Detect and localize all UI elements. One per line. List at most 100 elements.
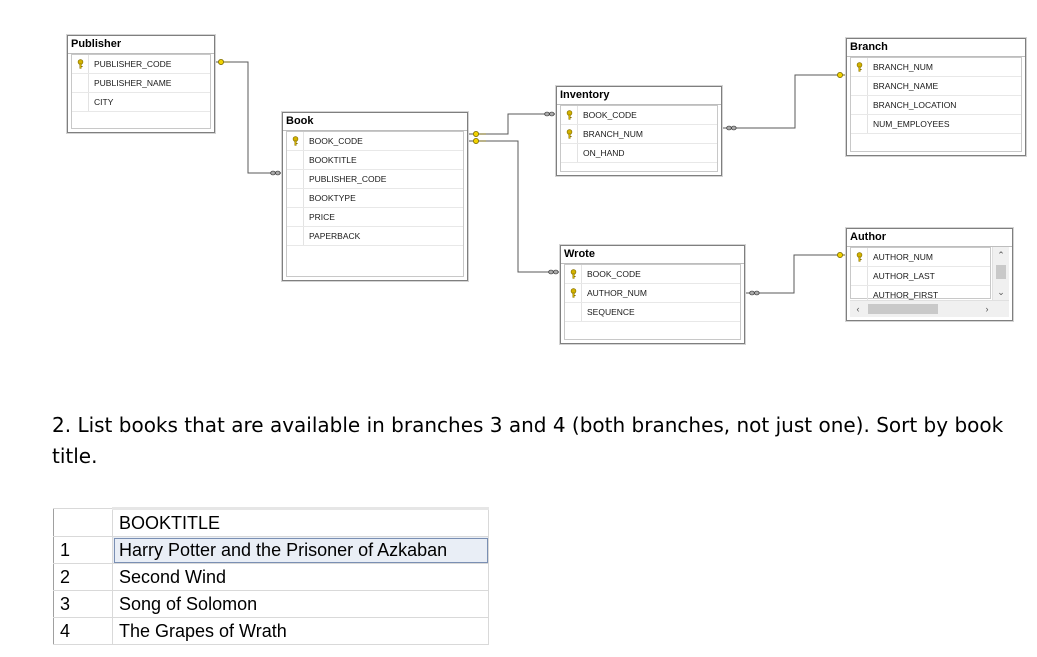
- field-row[interactable]: BOOKTITLE: [287, 151, 463, 170]
- relationship-lines: [214, 59, 848, 296]
- field-name: BOOK_CODE: [587, 269, 641, 279]
- row-selector[interactable]: [851, 248, 868, 266]
- row-selector[interactable]: [565, 265, 582, 283]
- primary-key-icon: [77, 59, 84, 69]
- field-row[interactable]: BRANCH_NUM: [851, 58, 1021, 77]
- row-selector[interactable]: [72, 93, 89, 111]
- field-list: BOOK_CODE BOOKTITLE PUBLISHER_CODE BOOKTYPE…: [286, 131, 464, 277]
- horizontal-scrollbar[interactable]: ‹ ›: [850, 300, 1009, 317]
- field-row[interactable]: BOOK_CODE: [287, 132, 463, 151]
- primary-key-icon: [856, 252, 863, 262]
- field-row[interactable]: CITY: [72, 93, 210, 112]
- row-selector[interactable]: [561, 125, 578, 143]
- table-row[interactable]: 1 Harry Potter and the Prisoner of Azkab…: [53, 536, 489, 564]
- row-selector[interactable]: [287, 208, 304, 226]
- results-grid[interactable]: BOOKTITLE 1 Harry Potter and the Prisone…: [53, 507, 489, 645]
- row-selector[interactable]: [287, 227, 304, 245]
- header-row: BOOKTITLE: [53, 507, 489, 537]
- field-row[interactable]: BOOKTYPE: [287, 189, 463, 208]
- field-name: SEQUENCE: [587, 307, 635, 317]
- row-selector[interactable]: [851, 96, 868, 114]
- column-header[interactable]: BOOKTITLE: [112, 507, 489, 537]
- field-name: PUBLISHER_NAME: [94, 78, 172, 88]
- row-selector[interactable]: [287, 189, 304, 207]
- field-row[interactable]: AUTHOR_NUM: [851, 248, 990, 267]
- primary-key-icon: [292, 136, 299, 146]
- scroll-up-icon[interactable]: ⌃: [997, 250, 1005, 260]
- row-selector[interactable]: [851, 77, 868, 95]
- field-row[interactable]: BOOK_CODE: [561, 106, 717, 125]
- row-number[interactable]: 1: [53, 536, 113, 564]
- cell-booktitle[interactable]: Song of Solomon: [112, 590, 489, 618]
- row-number[interactable]: 4: [53, 617, 113, 645]
- field-row[interactable]: PUBLISHER_CODE: [287, 170, 463, 189]
- field-row[interactable]: BRANCH_NUM: [561, 125, 717, 144]
- field-row[interactable]: PAPERBACK: [287, 227, 463, 246]
- row-selector[interactable]: [287, 151, 304, 169]
- row-selector[interactable]: [72, 55, 89, 73]
- scroll-thumb[interactable]: [996, 265, 1006, 279]
- field-row[interactable]: AUTHOR_NUM: [565, 284, 740, 303]
- row-selector[interactable]: [287, 132, 304, 150]
- primary-key-icon: [856, 62, 863, 72]
- table-title: Branch: [847, 39, 1025, 57]
- cell-booktitle[interactable]: Second Wind: [112, 563, 489, 591]
- row-selector[interactable]: [561, 106, 578, 124]
- field-name: CITY: [94, 97, 114, 107]
- field-name: BOOK_CODE: [583, 110, 637, 120]
- field-name: AUTHOR_FIRST: [873, 290, 939, 300]
- field-row[interactable]: NUM_EMPLOYEES: [851, 115, 1021, 134]
- cell-booktitle[interactable]: Harry Potter and the Prisoner of Azkaban: [112, 536, 489, 564]
- primary-key-icon: [566, 110, 573, 120]
- field-row[interactable]: AUTHOR_LAST: [851, 267, 990, 286]
- row-selector[interactable]: [287, 170, 304, 188]
- row-selector[interactable]: [561, 144, 578, 162]
- scroll-thumb-horizontal[interactable]: [868, 304, 938, 314]
- table-title: Wrote: [561, 246, 744, 264]
- field-row[interactable]: SEQUENCE: [565, 303, 740, 322]
- table-title: Publisher: [68, 36, 214, 54]
- row-selector[interactable]: [851, 286, 868, 304]
- table-title: Author: [847, 229, 1012, 247]
- row-number[interactable]: 2: [53, 563, 113, 591]
- row-selector[interactable]: [565, 303, 582, 321]
- table-author[interactable]: Author AUTHOR_NUM AUTHOR_LAST AUTHOR_FIRST…: [846, 228, 1013, 321]
- field-row[interactable]: PUBLISHER_NAME: [72, 74, 210, 93]
- field-name: PRICE: [309, 212, 335, 222]
- table-title: Book: [283, 113, 467, 131]
- field-name: PUBLISHER_CODE: [309, 174, 387, 184]
- cell-booktitle[interactable]: The Grapes of Wrath: [112, 617, 489, 645]
- field-row[interactable]: BRANCH_NAME: [851, 77, 1021, 96]
- field-row[interactable]: PUBLISHER_CODE: [72, 55, 210, 74]
- field-row[interactable]: PRICE: [287, 208, 463, 227]
- field-row[interactable]: BOOK_CODE: [565, 265, 740, 284]
- scroll-left-icon[interactable]: ‹: [856, 304, 860, 314]
- row-selector[interactable]: [851, 267, 868, 285]
- field-row[interactable]: ON_HAND: [561, 144, 717, 163]
- table-publisher[interactable]: Publisher PUBLISHER_CODE PUBLISHER_NAME CI…: [67, 35, 215, 133]
- row-selector[interactable]: [72, 74, 89, 92]
- table-row[interactable]: 4 The Grapes of Wrath: [53, 617, 489, 645]
- table-row[interactable]: 2 Second Wind: [53, 563, 489, 591]
- field-row[interactable]: BRANCH_LOCATION: [851, 96, 1021, 115]
- table-wrote[interactable]: Wrote BOOK_CODE AUTHOR_NUM SEQUENCE: [560, 245, 745, 344]
- field-name: BOOKTYPE: [309, 193, 356, 203]
- row-selector[interactable]: [565, 284, 582, 302]
- field-name: BRANCH_LOCATION: [873, 100, 957, 110]
- vertical-scrollbar[interactable]: ⌃ ⌄: [992, 247, 1009, 300]
- row-selector[interactable]: [851, 58, 868, 76]
- field-list: PUBLISHER_CODE PUBLISHER_NAME CITY: [71, 54, 211, 129]
- field-name: BOOKTITLE: [309, 155, 357, 165]
- field-name: AUTHOR_NUM: [873, 252, 933, 262]
- field-name: BOOK_CODE: [309, 136, 363, 146]
- scroll-down-icon[interactable]: ⌄: [997, 287, 1005, 297]
- row-selector[interactable]: [851, 115, 868, 133]
- scroll-right-icon[interactable]: ›: [985, 304, 989, 314]
- table-row[interactable]: 3 Song of Solomon: [53, 590, 489, 618]
- row-number[interactable]: 3: [53, 590, 113, 618]
